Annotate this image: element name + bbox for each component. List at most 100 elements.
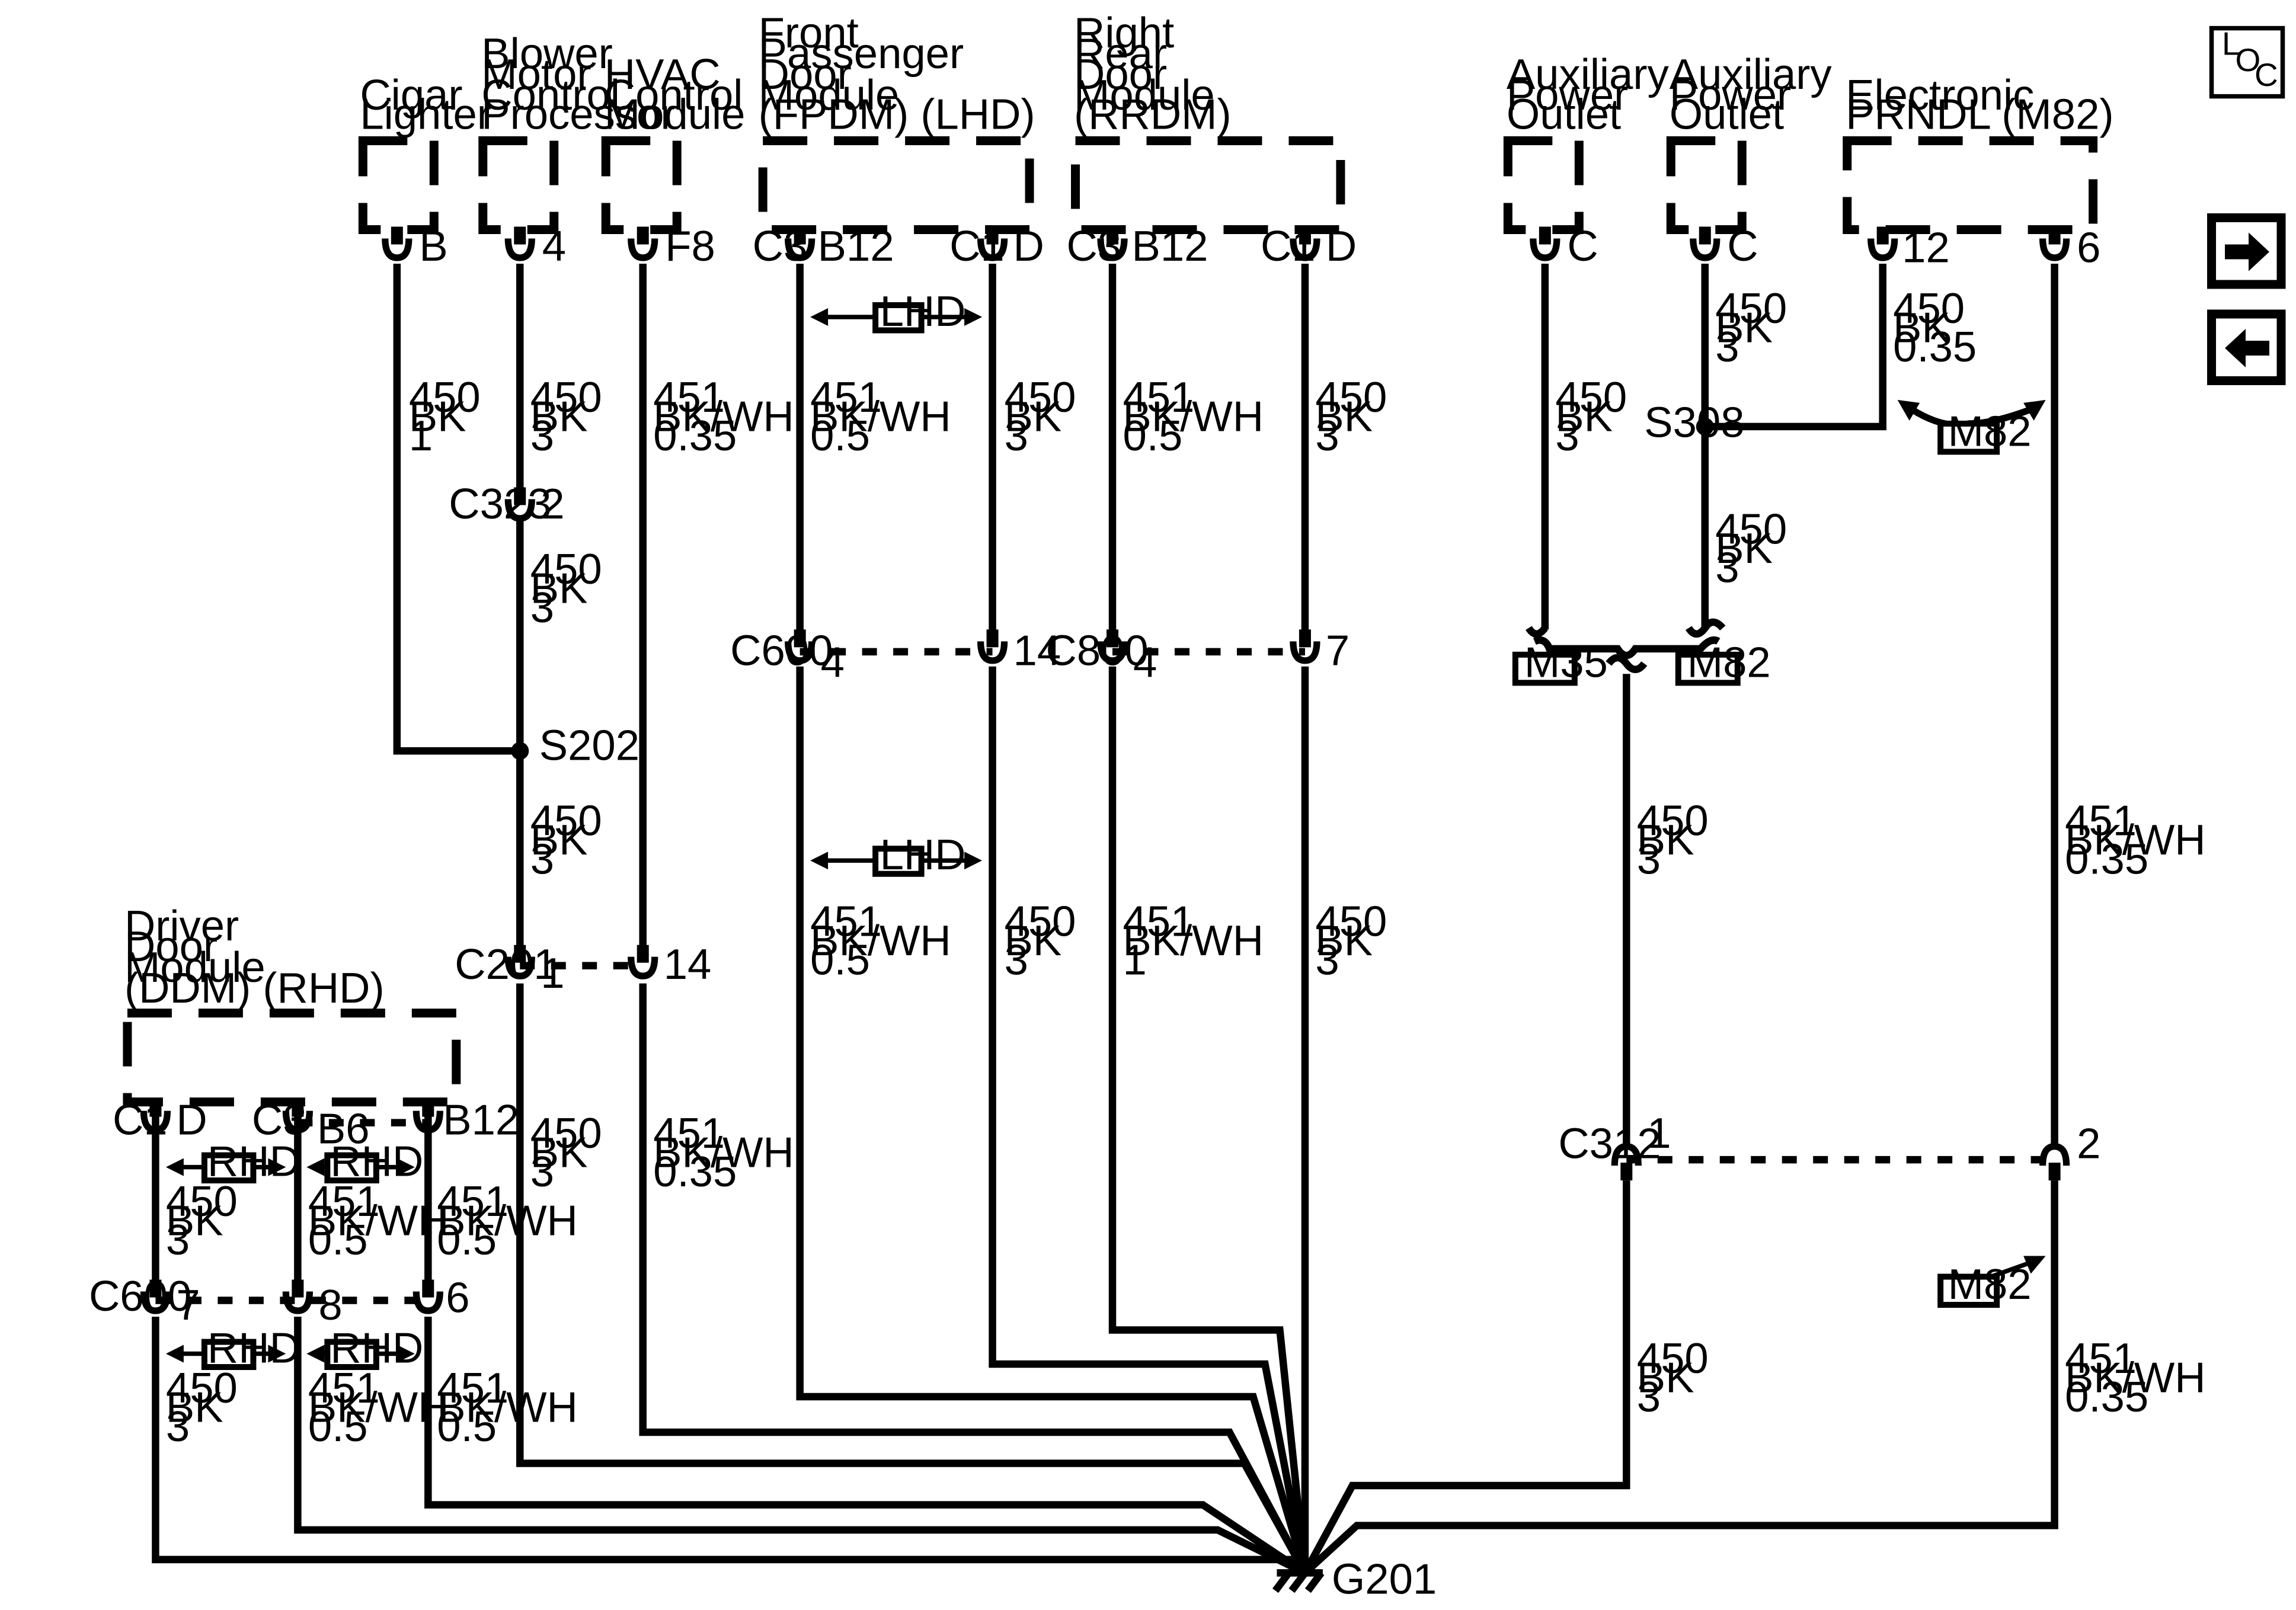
svg-text:RHD: RHD [330,1324,423,1372]
svg-text:C1: C1 [949,222,1005,270]
svg-text:450: 450 [409,373,481,421]
svg-text:1: 1 [1123,936,1147,984]
svg-text:BK/WH: BK/WH [2065,1353,2206,1401]
svg-text:3: 3 [1715,323,1739,371]
svg-text:B12: B12 [443,1096,519,1144]
svg-text:(DDM) (RHD): (DDM) (RHD) [124,964,385,1012]
svg-text:0.35: 0.35 [653,1148,737,1196]
svg-text:450: 450 [166,1177,238,1225]
svg-text:L: L [2222,25,2240,62]
svg-text:BK/WH: BK/WH [653,392,794,440]
svg-text:3: 3 [1315,412,1339,460]
svg-text:451: 451 [437,1177,509,1225]
location-icon[interactable]: L O C [2209,25,2285,99]
svg-text:Module: Module [1074,71,1215,119]
svg-text:BK: BK [1637,1353,1694,1401]
svg-text:450: 450 [1555,373,1627,421]
svg-text:4: 4 [821,638,845,686]
splice-s202-dot [511,742,529,760]
svg-text:BK: BK [1315,392,1373,440]
svg-text:7: 7 [1326,626,1350,674]
aux-outlet-1-title: Auxiliary Power Outlet [1507,50,1670,138]
svg-text:Module: Module [605,91,746,139]
svg-text:451: 451 [2065,1334,2137,1382]
svg-text:Front: Front [759,9,859,57]
svg-text:BK: BK [1555,392,1613,440]
svg-text:Control: Control [605,71,743,119]
svg-text:C323: C323 [449,480,551,528]
svg-text:B6: B6 [317,1105,370,1153]
svg-text:BK/WH: BK/WH [437,1197,578,1245]
svg-text:B: B [419,222,447,270]
arrow-right-icon[interactable] [2207,213,2286,289]
svg-text:M35: M35 [1524,638,1608,686]
svg-text:450: 450 [530,797,602,845]
svg-text:14: 14 [1013,626,1061,674]
arrow-left-icon[interactable] [2207,309,2286,385]
hvac-module-box [601,136,682,234]
svg-text:BK: BK [530,816,588,864]
pin-cap-aux1 [1530,226,1560,261]
option-tag-m82-1: M82 [1675,638,1771,686]
svg-text:(RRDM): (RRDM) [1074,91,1232,139]
pin-cap-c323 [504,487,535,522]
pin-caps [140,226,2070,1314]
option-tag-rhd-4: RHD [324,1324,423,1372]
svg-text:D: D [176,1096,207,1144]
svg-text:LHD: LHD [880,831,966,879]
pin-cap-c201-14 [628,945,658,980]
svg-text:3: 3 [530,412,554,460]
svg-text:12: 12 [1902,223,1950,271]
svg-text:450: 450 [1637,797,1709,845]
pin-cap-hvac [628,226,658,261]
fpdm-title: Front Passenger Door Module (FPDM) (LHD) [759,9,1035,138]
svg-text:BK: BK [1005,392,1062,440]
svg-text:BK: BK [1715,524,1773,572]
splice-s308-label: S308 [1644,398,1744,446]
svg-text:BK: BK [409,392,466,440]
svg-text:C3: C3 [252,1096,307,1144]
svg-text:Outlet: Outlet [1670,91,1784,139]
pin-cap-cigar [382,226,412,261]
svg-text:Door: Door [759,50,852,98]
svg-text:0.5: 0.5 [308,1403,368,1451]
aux-outlet-1-box [1503,136,1584,234]
svg-text:3: 3 [530,1148,554,1196]
svg-text:C800: C800 [1046,626,1149,674]
svg-text:O: O [2236,41,2261,78]
svg-text:3: 3 [1005,412,1028,460]
svg-text:BK: BK [530,1129,588,1177]
svg-text:BK: BK [1893,303,1950,351]
svg-text:6: 6 [2077,223,2100,271]
svg-text:3: 3 [166,1403,190,1451]
svg-text:Power: Power [1507,71,1628,119]
option-tag-rhd-2: RHD [324,1138,423,1186]
electronic-prndl-box [1843,136,2098,234]
svg-text:451: 451 [1123,898,1195,946]
svg-text:451: 451 [1123,373,1195,421]
svg-text:3: 3 [530,836,554,884]
pin-cap-c600b-6 [412,1279,443,1314]
pin-cap-prndl-12 [1868,226,1898,261]
option-tag-m82-3: M82 [1937,1260,2032,1308]
svg-text:450: 450 [1315,898,1387,946]
svg-text:3: 3 [1637,836,1661,884]
connector-dashes [155,648,2055,1304]
pin-cap-ddm-d [140,1099,171,1134]
svg-text:Door: Door [1074,50,1167,98]
svg-text:M82: M82 [1687,638,1771,686]
svg-text:8: 8 [318,1281,342,1329]
pin-cap-ddm-b12 [412,1099,443,1134]
pin-cap-c600a-14 [977,629,1008,664]
aux-outlet-2-box [1666,136,1747,234]
